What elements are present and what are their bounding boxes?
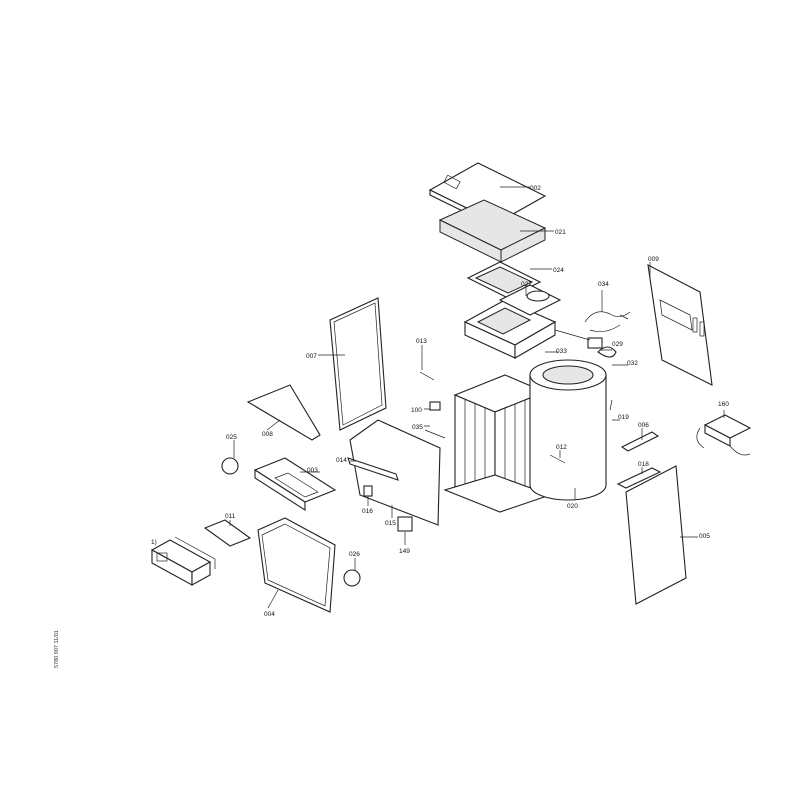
label-029: 029 — [612, 341, 623, 348]
part-015-inner-panel — [349, 419, 441, 526]
label-032: 032 — [627, 360, 638, 367]
label-027: 027 — [521, 281, 532, 288]
part-optional-module — [150, 536, 216, 586]
part-007-side-panel — [329, 297, 387, 431]
part-009-rear-panel — [647, 264, 713, 386]
part-005-side-panel — [625, 465, 687, 605]
label-020: 020 — [567, 503, 578, 510]
label-015: 015 — [385, 520, 396, 527]
part-011-plate — [203, 519, 252, 547]
part-160-control-box — [696, 414, 752, 456]
label-005: 005 — [699, 533, 710, 540]
label-021: 021 — [555, 229, 566, 236]
part-035-rod — [424, 429, 446, 439]
part-013-sensor — [419, 371, 435, 381]
part-006-strip — [620, 431, 660, 452]
part-016-switch — [363, 485, 373, 497]
part-labels: 002 021 024 027 034 009 029 033 032 007 … — [151, 185, 729, 618]
part-020-cylinder — [529, 359, 607, 501]
label-006: 006 — [638, 422, 649, 429]
part-008-rail — [246, 384, 321, 441]
label-009: 009 — [648, 256, 659, 263]
part-032-fan — [597, 346, 617, 358]
part-026-hinge — [343, 569, 361, 587]
label-002: 002 — [530, 185, 541, 192]
label-160: 160 — [718, 401, 729, 408]
part-014-burner-rail — [347, 457, 399, 481]
label-025: 025 — [226, 434, 237, 441]
label-100: 100 — [411, 407, 422, 414]
part-034-cable-harness — [584, 311, 631, 332]
footnote-marker: 1) — [151, 539, 157, 546]
label-011: 011 — [225, 513, 236, 520]
label-026: 026 — [349, 551, 360, 558]
label-013: 013 — [416, 338, 427, 345]
label-014: 014 — [336, 457, 347, 464]
label-008: 008 — [262, 431, 273, 438]
drawing-id: 5780 907 11/01 — [54, 630, 60, 668]
part-012-rod — [549, 454, 566, 464]
label-035: 035 — [412, 424, 423, 431]
part-004-front-door — [257, 517, 336, 613]
part-100-gasket — [429, 401, 441, 411]
part-019-sensor — [609, 399, 613, 411]
label-007: 007 — [306, 353, 317, 360]
label-149: 149 — [399, 548, 410, 555]
part-021-insulation — [438, 199, 547, 263]
part-027-flue-hood — [463, 284, 562, 359]
part-018-strip — [616, 467, 662, 489]
part-025-hinge — [221, 457, 239, 475]
label-033: 033 — [556, 348, 567, 355]
label-016: 016 — [362, 508, 373, 515]
part-149-transformer — [397, 516, 413, 532]
part-003-control-panel — [253, 457, 337, 512]
label-034: 034 — [598, 281, 609, 288]
label-024: 024 — [553, 267, 564, 274]
label-019: 019 — [618, 414, 629, 421]
part-029-bracket — [587, 337, 603, 349]
label-012: 012 — [556, 444, 567, 451]
label-004: 004 — [264, 611, 275, 618]
label-018: 018 — [638, 461, 649, 468]
label-003: 003 — [307, 467, 318, 474]
